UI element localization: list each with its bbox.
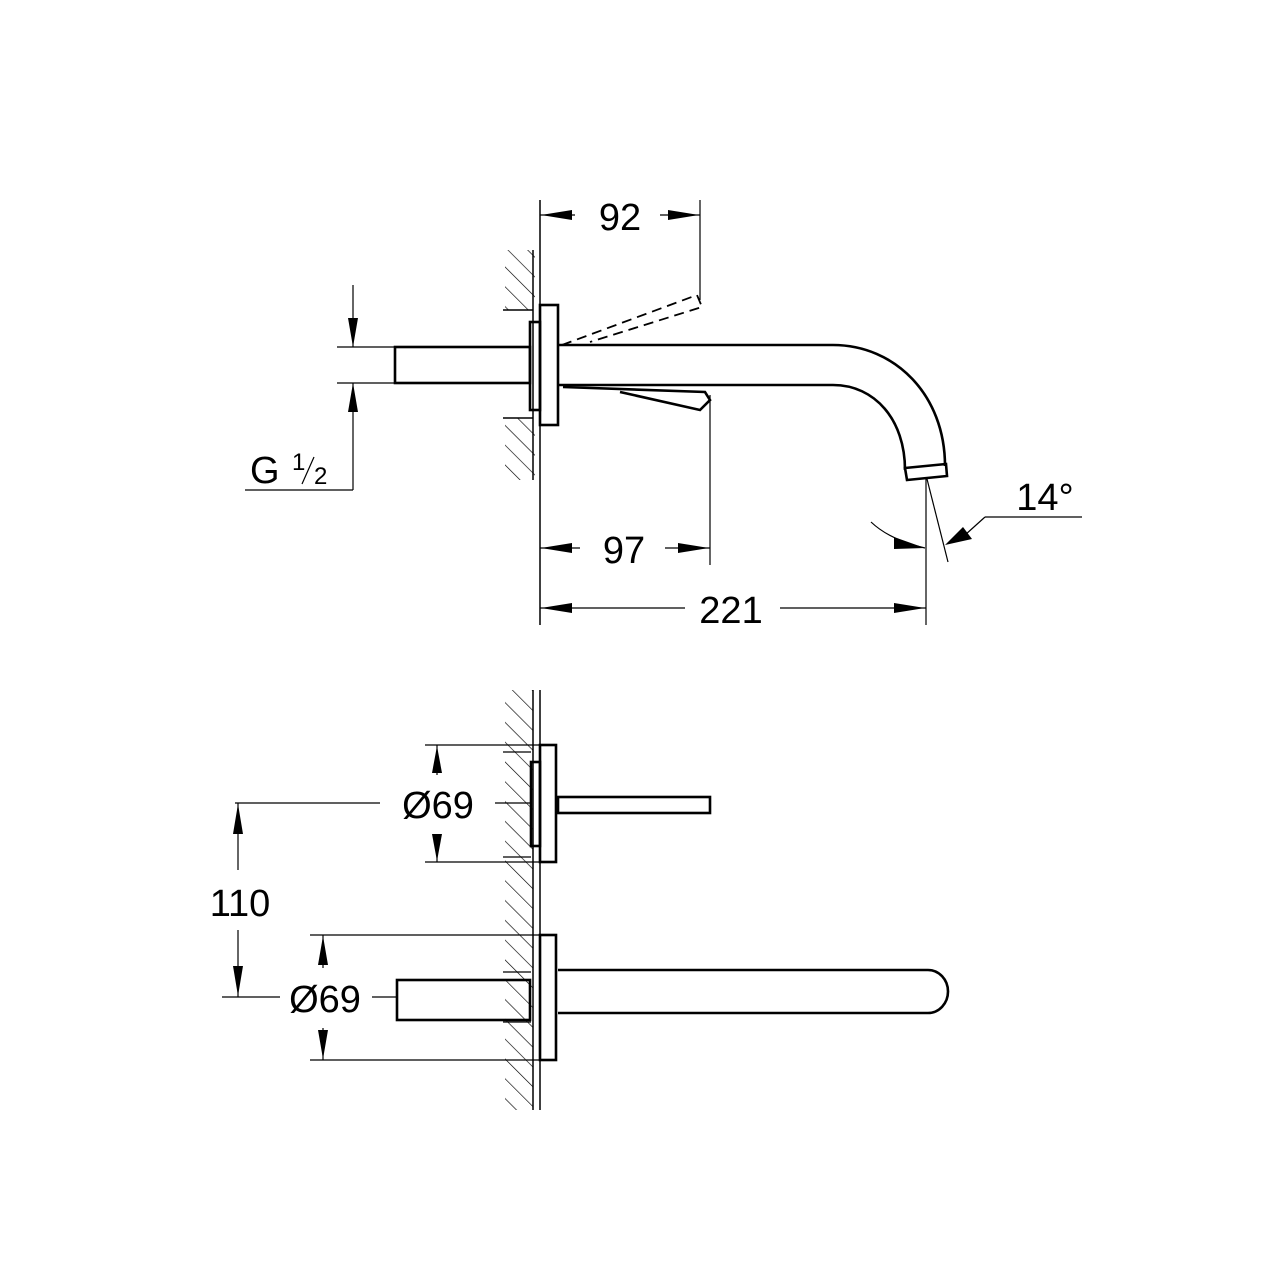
dim-spout-diameter: Ø69	[222, 934, 540, 1061]
spout-aerator	[903, 462, 949, 482]
dim-221-label: 221	[699, 590, 762, 632]
lever	[562, 385, 712, 412]
handle-rosette-inner	[529, 760, 542, 848]
thread-label: G	[250, 450, 280, 492]
handle-rosette	[538, 743, 558, 864]
lever-raised-dashed	[561, 293, 704, 346]
dim-14-label: 14°	[1016, 477, 1073, 519]
dim-92-label: 92	[599, 197, 641, 239]
thread-fraction-num: 1	[292, 449, 305, 476]
spout-top	[558, 968, 950, 1015]
dim-92: 92	[540, 197, 701, 300]
dim-97-label: 97	[603, 530, 645, 572]
dim-97: 97	[540, 395, 711, 572]
rosette	[538, 303, 560, 427]
rosette-inner	[528, 320, 542, 412]
dim-angle-14: 14°	[870, 477, 1082, 563]
thread-fraction-den: 2	[314, 463, 327, 490]
supply-pipe	[393, 345, 532, 385]
spout	[558, 343, 947, 471]
dim-handle-diameter: Ø69	[235, 744, 540, 863]
dim-221: 221	[540, 478, 927, 632]
wall-section-lower	[505, 690, 541, 1110]
dim-spout-diameter-label: Ø69	[289, 979, 361, 1021]
wall-section-upper	[503, 200, 541, 625]
top-view: Ø69 110 Ø69	[210, 690, 950, 1110]
handle-lever	[556, 795, 712, 815]
supply-pipe-top	[395, 978, 532, 1022]
dim-handle-diameter-label: Ø69	[402, 785, 474, 827]
thread-dimension: G 1 2	[245, 285, 395, 492]
dim-110-label: 110	[210, 883, 271, 925]
spout-rosette	[538, 933, 558, 1062]
dim-110: 110	[210, 803, 271, 997]
side-view: G 1 2 92 97 2	[245, 197, 1082, 632]
